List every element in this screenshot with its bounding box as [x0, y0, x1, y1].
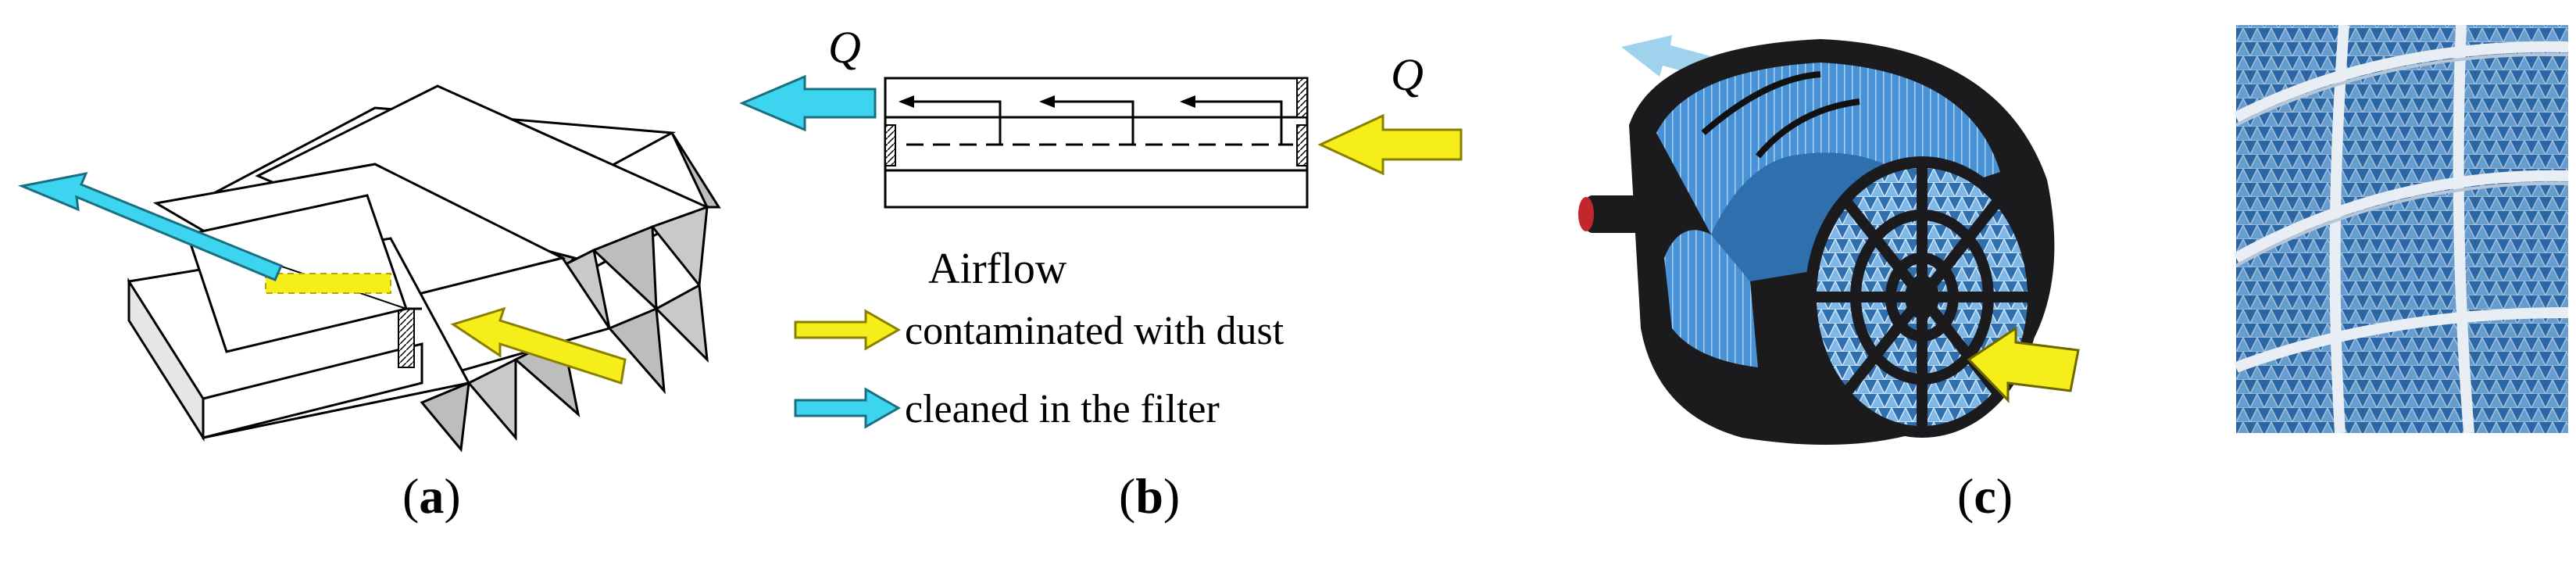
panel-a-filter-diagram — [17, 84, 721, 453]
legend-cleaned-label: cleaned in the filter — [905, 387, 1220, 431]
panel-b-schematic: Q Q Airflow contaminated with dust clean… — [739, 22, 1463, 431]
legend-contaminated-label: contaminated with dust — [905, 309, 1284, 353]
panel-c-filter-photo — [1570, 16, 2102, 453]
caption-a: (a) — [402, 468, 461, 524]
dirty-air-arrow-b — [1317, 113, 1463, 176]
legend-title: Airflow — [928, 245, 1067, 293]
dirty-air-arrow-a — [450, 306, 627, 385]
caption-b: (b) — [1119, 468, 1181, 524]
clean-air-arrow-b — [739, 74, 877, 132]
panel-c-closeup-photo — [2233, 24, 2569, 434]
legend-cleaned-arrow — [794, 387, 902, 429]
legend-contaminated-arrow — [794, 309, 902, 351]
clean-air-arrow-a — [17, 171, 283, 281]
dirty-air-arrow-c — [1967, 326, 2080, 403]
flow-q-label-right: Q — [1391, 49, 1424, 100]
caption-c: (c) — [1957, 468, 2013, 524]
flow-q-label-left: Q — [828, 22, 861, 73]
